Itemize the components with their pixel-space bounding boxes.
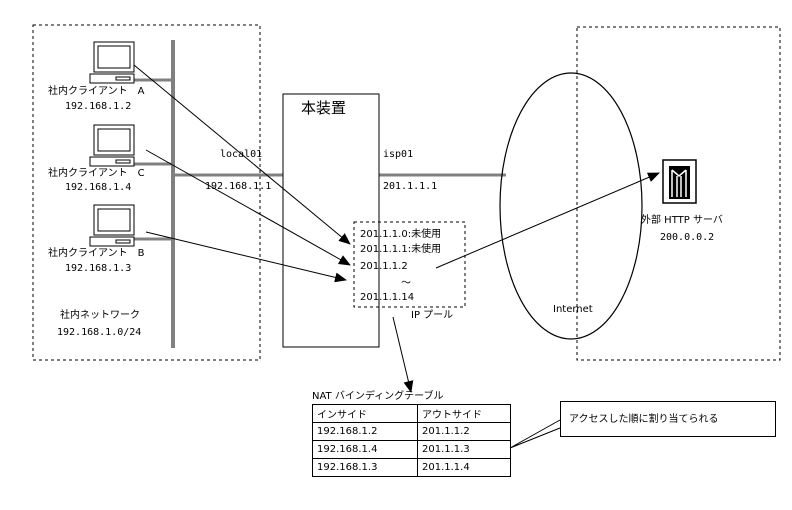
ip-pool-box <box>353 221 466 308</box>
local-interface-name: local01 <box>220 149 263 160</box>
internet-label: Internet <box>553 304 593 315</box>
outside-ip: 201.1.1.2 <box>417 422 511 441</box>
lan-label: 社内ネットワーク <box>60 310 140 321</box>
pool-ellipsis: ～ <box>401 278 411 289</box>
inside-ip: 192.168.1.4 <box>312 440 418 459</box>
client-a-ip: 192.168.1.2 <box>65 101 132 112</box>
nat-binding-table: インサイド アウトサイド 192.168.1.2 201.1.1.2 192.1… <box>312 404 511 477</box>
outside-ip: 201.1.1.4 <box>417 458 511 477</box>
nat-table-title: NAT バインディングテーブル <box>312 391 444 402</box>
table-header-row: インサイド アウトサイド <box>312 404 511 423</box>
server-ip: 200.0.0.2 <box>660 232 715 243</box>
client-a-arrow <box>133 64 351 245</box>
client-b-name: 社内クライアント B <box>48 248 145 259</box>
callout-pointer <box>509 419 561 449</box>
client-b-arrow <box>145 231 347 283</box>
pool-entry: 201.1.1.0:未使用 <box>360 229 442 240</box>
ip-pool-label: IP プール <box>411 310 454 321</box>
inside-ip: 192.168.1.3 <box>312 458 418 477</box>
server-icon <box>662 159 697 204</box>
isp-interface-ip: 201.1.1.1 <box>383 181 438 192</box>
client-a-name: 社内クライアント A <box>48 86 145 97</box>
pool-to-server-arrow <box>435 172 660 269</box>
client-c-name: 社内クライアント C <box>48 168 145 179</box>
header-outside: アウトサイド <box>417 404 511 423</box>
client-c-ip: 192.168.1.4 <box>65 182 132 193</box>
computer-icon <box>89 41 135 84</box>
device-title: 本装置 <box>301 99 347 117</box>
pool-to-table-arrow <box>392 316 414 393</box>
lan-boundary <box>32 24 261 361</box>
server-label: 外部 HTTP サーバ <box>641 215 723 226</box>
internet-cloud <box>499 72 643 340</box>
client-c-arrow <box>145 149 351 266</box>
pool-entry: 201.1.1.2 <box>360 261 408 272</box>
isp-interface-name: isp01 <box>383 149 414 160</box>
callout-text: アクセスした順に割り当てられる <box>569 414 719 425</box>
inside-ip: 192.168.1.2 <box>312 422 418 441</box>
local-interface-ip: 192.168.1.1 <box>205 181 272 192</box>
client-b-ip: 192.168.1.3 <box>65 263 132 274</box>
table-row: 192.168.1.2 201.1.1.2 <box>312 422 511 441</box>
lan-subnet: 192.168.1.0/24 <box>57 327 142 338</box>
external-boundary <box>576 26 781 361</box>
table-row: 192.168.1.4 201.1.1.3 <box>312 440 511 459</box>
outside-ip: 201.1.1.3 <box>417 440 511 459</box>
table-row: 192.168.1.3 201.1.1.4 <box>312 458 511 477</box>
header-inside: インサイド <box>312 404 418 423</box>
device-box <box>282 93 380 348</box>
computer-icon <box>89 124 135 167</box>
pool-entry: 201.1.1.1:未使用 <box>360 244 442 255</box>
computer-icon <box>89 204 135 247</box>
pool-entry: 201.1.1.14 <box>360 292 415 303</box>
callout-box: アクセスした順に割り当てられる <box>560 401 776 437</box>
